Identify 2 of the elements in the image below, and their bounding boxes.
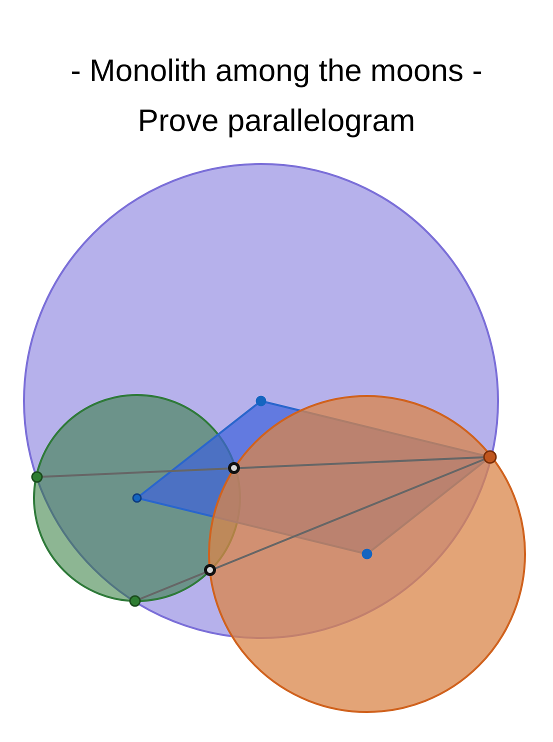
subtitle: Prove parallelogram <box>138 102 416 140</box>
title: - Monolith among the moons - <box>70 52 482 90</box>
